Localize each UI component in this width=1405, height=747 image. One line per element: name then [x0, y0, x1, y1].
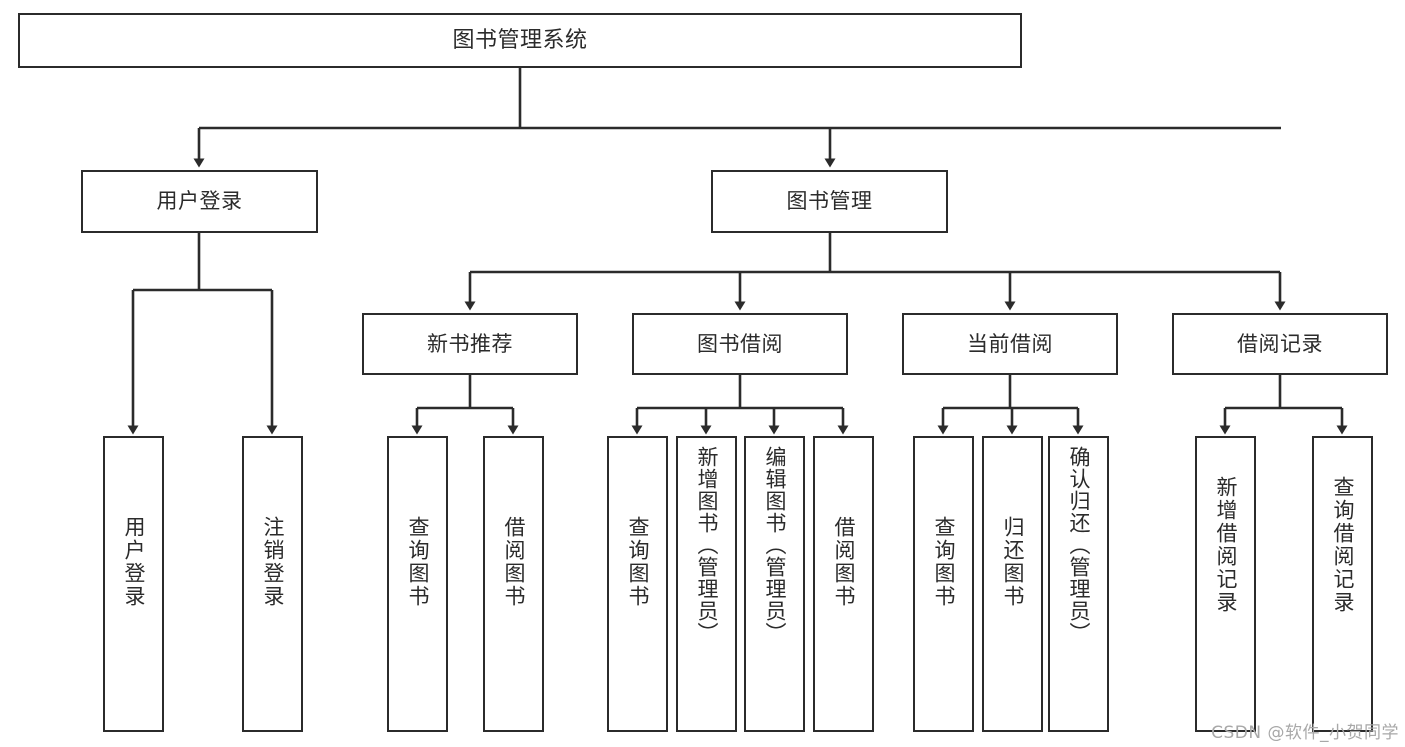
node-leaf-user-login-1[interactable]: 用户登录 [103, 436, 164, 732]
node-user-login[interactable]: 用户登录 [81, 170, 318, 233]
node-leaf-label: 查询图书 [932, 516, 956, 608]
node-root[interactable]: 图书管理系统 [18, 13, 1022, 68]
node-current-borrow[interactable]: 当前借阅 [902, 313, 1118, 375]
node-leaf-label: 编辑图书（管理员） [763, 446, 787, 644]
node-leaf-user-login-2[interactable]: 注销登录 [242, 436, 303, 732]
node-leaf-book-borrow-4[interactable]: 借阅图书 [813, 436, 874, 732]
node-leaf-label: 新增图书（管理员） [695, 446, 719, 644]
node-book-borrow[interactable]: 图书借阅 [632, 313, 848, 375]
node-new-book-rec-label: 新书推荐 [427, 331, 513, 356]
node-new-book-rec[interactable]: 新书推荐 [362, 313, 578, 375]
node-leaf-label: 查询图书 [626, 516, 650, 608]
node-leaf-label: 注销登录 [261, 516, 285, 608]
node-book-manage[interactable]: 图书管理 [711, 170, 948, 233]
node-leaf-book-borrow-2[interactable]: 新增图书（管理员） [676, 436, 737, 732]
node-leaf-label: 查询图书 [406, 516, 430, 608]
node-leaf-new-book-rec-1[interactable]: 查询图书 [387, 436, 448, 732]
node-root-label: 图书管理系统 [452, 27, 588, 53]
node-leaf-label: 查询借阅记录 [1331, 476, 1355, 614]
node-leaf-book-borrow-1[interactable]: 查询图书 [607, 436, 668, 732]
node-leaf-borrow-record-1[interactable]: 新增借阅记录 [1195, 436, 1256, 732]
node-leaf-current-borrow-2[interactable]: 归还图书 [982, 436, 1043, 732]
node-leaf-book-borrow-3[interactable]: 编辑图书（管理员） [744, 436, 805, 732]
node-leaf-label: 新增借阅记录 [1214, 476, 1238, 614]
node-book-manage-label: 图书管理 [786, 189, 873, 214]
node-leaf-label: 用户登录 [122, 516, 146, 608]
node-leaf-label: 借阅图书 [832, 516, 856, 608]
node-leaf-current-borrow-3[interactable]: 确认归还（管理员） [1048, 436, 1109, 732]
node-leaf-current-borrow-1[interactable]: 查询图书 [913, 436, 974, 732]
node-user-login-label: 用户登录 [156, 189, 243, 214]
node-leaf-label: 归还图书 [1001, 516, 1025, 608]
node-leaf-new-book-rec-2[interactable]: 借阅图书 [483, 436, 544, 732]
node-book-borrow-label: 图书借阅 [697, 331, 783, 356]
node-borrow-record-label: 借阅记录 [1237, 331, 1323, 356]
node-current-borrow-label: 当前借阅 [967, 331, 1053, 356]
node-leaf-label: 确认归还（管理员） [1067, 446, 1091, 644]
node-borrow-record[interactable]: 借阅记录 [1172, 313, 1388, 375]
node-leaf-borrow-record-2[interactable]: 查询借阅记录 [1312, 436, 1373, 732]
csdn-watermark: CSDN @软件_小贺同学 [1211, 723, 1399, 743]
node-leaf-label: 借阅图书 [502, 516, 526, 608]
